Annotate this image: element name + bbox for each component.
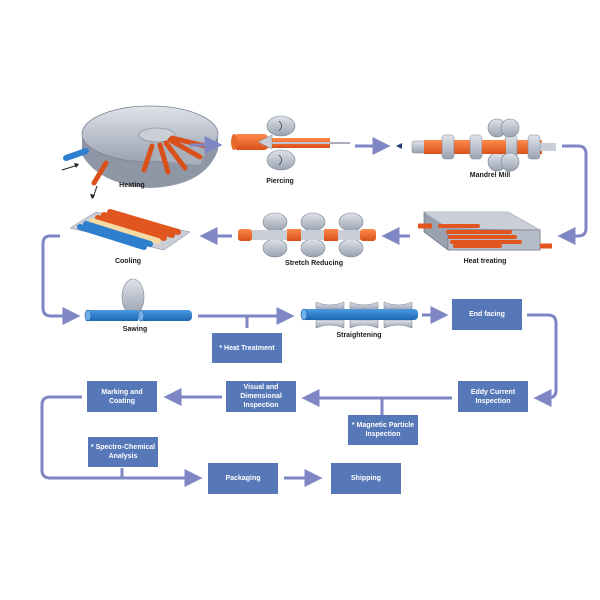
box-end-facing: End facing — [452, 299, 522, 330]
heat-treating-furnace-illustration — [418, 211, 552, 251]
mandrel-mill-illustration — [411, 118, 556, 172]
arrow-marking-to-packaging — [40, 395, 203, 487]
box-marking-coating: Marking and Coating — [87, 381, 157, 412]
box-packaging: Packaging — [208, 463, 278, 494]
heating-furnace-illustration — [61, 105, 219, 199]
label-heat-treating: Heat treating — [463, 258, 507, 265]
label-straightening: Straightening — [336, 332, 382, 339]
label-sawing: Sawing — [122, 326, 148, 333]
box-shipping: Shipping — [331, 463, 401, 494]
box-spectro-chemical-analysis-optional: * Spectro-Chemical Analysis — [88, 437, 158, 467]
flow-arrows — [40, 136, 588, 487]
sawing-illustration — [84, 278, 192, 322]
box-visual-dimensional-inspection: Visual and Dimensional Inspection — [226, 381, 296, 412]
arrow-mandrel-to-heat-treating — [557, 144, 588, 245]
arrow-cooling-to-sawing — [41, 234, 81, 325]
piercing-illustration — [231, 115, 350, 171]
box-magnetic-particle-inspection-optional: * Magnetic Particle Inspection — [348, 415, 418, 445]
label-cooling: Cooling — [114, 258, 142, 265]
box-heat-treatment-optional: * Heat Treatment — [212, 333, 282, 363]
arrow-end-facing-to-eddy-current — [527, 313, 558, 407]
cooling-bed-illustration — [69, 209, 191, 251]
stretch-reducing-illustration — [238, 212, 376, 258]
straightening-illustration — [300, 301, 418, 329]
label-stretch-reducing: Stretch Reducing — [285, 260, 343, 267]
label-mandrel-mill: Mandrel Mill — [469, 172, 511, 179]
label-piercing: Piercing — [266, 178, 294, 185]
box-eddy-current-inspection: Eddy Current Inspection — [458, 381, 528, 412]
label-heating: Heating — [119, 182, 145, 189]
